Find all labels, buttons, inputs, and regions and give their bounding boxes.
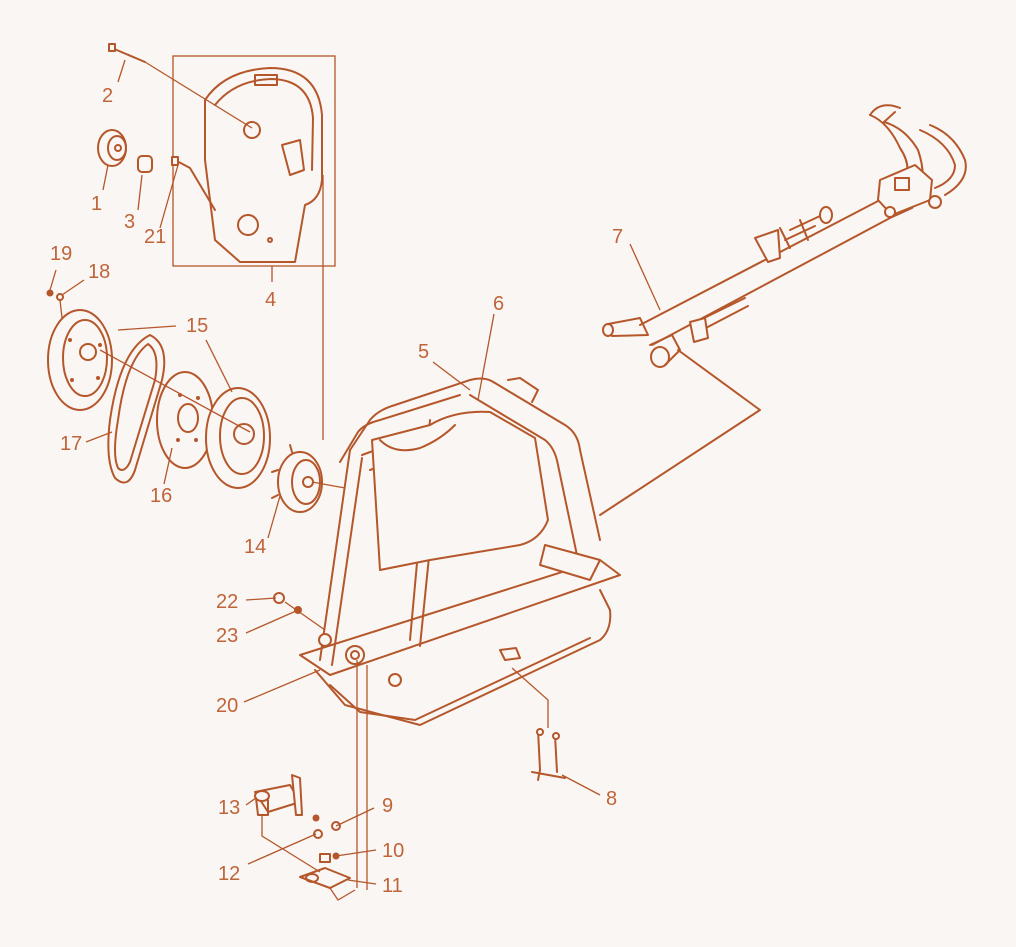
pulley-1 bbox=[97, 129, 127, 167]
label-part-21: 21 bbox=[144, 226, 166, 248]
bolt-21 bbox=[171, 156, 216, 211]
label-part-19: 19 bbox=[50, 243, 72, 265]
label-part-17: 17 bbox=[60, 433, 82, 455]
spacer-3 bbox=[137, 155, 153, 173]
leader-lines bbox=[49, 59, 661, 885]
label-part-2: 2 bbox=[102, 85, 113, 107]
label-part-6: 6 bbox=[493, 293, 504, 315]
label-part-22: 22 bbox=[216, 591, 238, 613]
label-part-14: 14 bbox=[244, 536, 266, 558]
label-part-4: 4 bbox=[265, 289, 276, 311]
label-part-1: 1 bbox=[91, 193, 102, 215]
base-plate bbox=[299, 544, 621, 726]
label-part-12: 12 bbox=[218, 863, 240, 885]
label-part-7: 7 bbox=[612, 226, 623, 248]
nut-19 bbox=[46, 289, 54, 297]
label-part-11: 11 bbox=[382, 875, 403, 897]
belt-guard-cover bbox=[172, 55, 336, 267]
handle-7 bbox=[599, 104, 967, 516]
screw-2 bbox=[108, 43, 146, 63]
label-part-15: 15 bbox=[186, 315, 208, 337]
part-labels: 1 2 3 4 5 6 7 8 9 10 11 12 13 14 15 16 1… bbox=[50, 85, 623, 897]
bolts-8 bbox=[511, 667, 566, 781]
clutch-14 bbox=[271, 444, 323, 513]
pulley-15-inner bbox=[205, 387, 271, 489]
label-part-18: 18 bbox=[88, 261, 110, 283]
label-part-13: 13 bbox=[218, 797, 240, 819]
pulley-15-outer bbox=[47, 309, 113, 411]
label-part-3: 3 bbox=[124, 211, 135, 233]
bracket-11 bbox=[299, 867, 356, 901]
lever-13 bbox=[254, 774, 303, 816]
label-part-9: 9 bbox=[382, 795, 393, 817]
label-part-16: 16 bbox=[150, 485, 172, 507]
v-belt-17 bbox=[107, 334, 166, 484]
exciter-6 bbox=[371, 410, 549, 571]
label-part-5: 5 bbox=[418, 341, 429, 363]
washers-9-12 bbox=[312, 814, 341, 863]
label-part-8: 8 bbox=[606, 788, 617, 810]
label-part-23: 23 bbox=[216, 625, 238, 647]
label-part-20: 20 bbox=[216, 695, 238, 717]
label-part-10: 10 bbox=[382, 840, 404, 862]
